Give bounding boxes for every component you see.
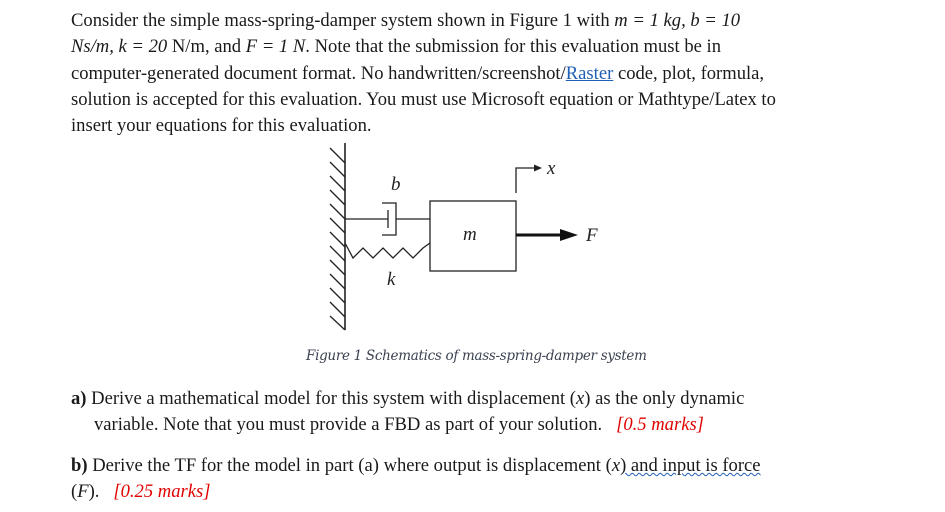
question-a-label: a) bbox=[71, 388, 87, 409]
raster-link[interactable]: Raster bbox=[565, 62, 614, 84]
given-values-m-b: m = 1 kg, b = 10 bbox=[614, 10, 741, 31]
intro-line-4: solution is accepted for this evaluation… bbox=[71, 88, 776, 110]
wall-icon bbox=[329, 143, 346, 331]
marks-a: [0.5 marks] bbox=[616, 414, 704, 436]
schematic-diagram: b k m x F bbox=[329, 143, 598, 331]
spring-icon bbox=[344, 242, 431, 260]
given-value-F: F = 1 N bbox=[245, 36, 306, 58]
label-F: F bbox=[585, 225, 598, 246]
intro-line-3: computer-generated document format. No h… bbox=[71, 62, 765, 84]
force-arrow-icon bbox=[516, 229, 578, 241]
question-b: b) Derive the TF for the model in part (… bbox=[71, 455, 761, 503]
mass-spring-damper-figure: b k m x F bbox=[320, 140, 620, 340]
figure-caption: Figure 1 Schematics of mass-spring-dampe… bbox=[306, 348, 647, 364]
label-b: b bbox=[391, 174, 401, 195]
question-a: a) Derive a mathematical model for this … bbox=[71, 388, 745, 436]
intro-line-5: insert your equations for this evaluatio… bbox=[71, 115, 372, 137]
damper-icon bbox=[345, 202, 430, 236]
label-k: k bbox=[387, 269, 396, 290]
marks-b: [0.25 marks] bbox=[113, 481, 211, 503]
intro-line-1: Consider the simple mass-spring-damper s… bbox=[71, 10, 741, 31]
units-b: Ns/m bbox=[71, 36, 110, 58]
question-b-label: b) bbox=[71, 455, 88, 476]
label-x: x bbox=[546, 158, 556, 179]
given-value-k: , k = 20 bbox=[109, 36, 168, 58]
problem-statement: Consider the simple mass-spring-damper s… bbox=[71, 8, 851, 139]
displacement-arrow-icon bbox=[515, 164, 542, 193]
label-m: m bbox=[463, 224, 477, 245]
intro-line-2: Ns/m, k = 20 N/m, and F = 1 N. Note that… bbox=[71, 36, 722, 58]
